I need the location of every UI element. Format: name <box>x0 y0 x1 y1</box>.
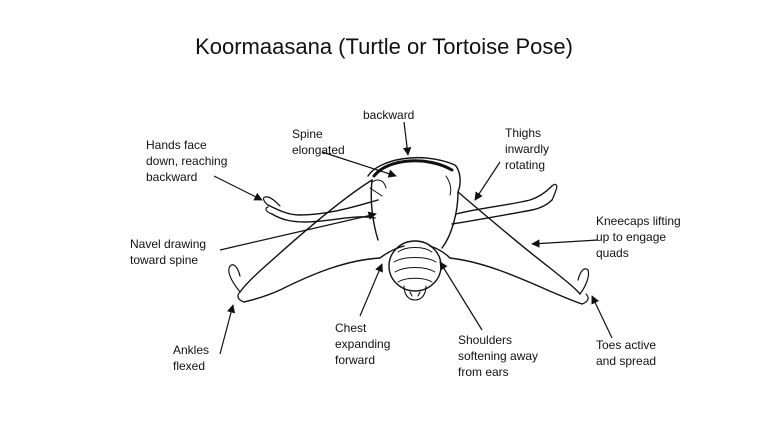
label-ankles-flexed: Ankles flexed <box>173 343 210 373</box>
left-hand <box>262 196 281 215</box>
arrow-thighs <box>474 161 501 201</box>
hips-shade-right <box>445 175 452 196</box>
left-leg-top <box>239 179 373 293</box>
right-foot <box>577 268 590 305</box>
left-arm-upper <box>267 199 379 216</box>
left-arm-lower <box>271 213 376 223</box>
slide-title: Koormaasana (Turtle or Tortoise Pose) <box>195 34 573 59</box>
right-hand <box>551 183 558 201</box>
label-shoulders-softening: Shoulders softening away from ears <box>458 333 539 379</box>
torso-left-edge <box>370 179 379 241</box>
arrow-spine <box>321 151 397 178</box>
arrow-ankles <box>219 304 236 355</box>
hips-outline <box>367 156 461 193</box>
label-backward: backward <box>363 108 415 122</box>
head <box>388 240 442 292</box>
left-leg-bottom <box>243 257 381 303</box>
arrow-kneecaps <box>531 239 599 248</box>
arrow-chest <box>359 263 383 317</box>
label-chest-expanding: Chest expanding forward <box>335 321 391 367</box>
label-hands-face-down: Hands face down, reaching backward <box>146 138 228 184</box>
label-navel-drawing: Navel drawing toward spine <box>130 237 207 267</box>
label-kneecaps-lifting: Kneecaps lifting up to engage quads <box>596 214 681 260</box>
figure-body <box>228 156 590 305</box>
arrow-toes <box>591 295 613 339</box>
arrow-hands <box>213 175 263 201</box>
arrow-backward <box>402 121 412 156</box>
right-leg-bottom <box>449 257 583 305</box>
right-arm-upper <box>455 185 553 215</box>
torso-right-edge <box>441 191 459 249</box>
right-leg-top <box>457 191 581 295</box>
label-thighs-inwardly-rotating: Thighs inwardly rotating <box>505 126 550 172</box>
label-spine-elongated: Spine elongated <box>292 127 345 157</box>
hair-lines <box>393 247 437 283</box>
arrow-shoulders <box>439 261 483 331</box>
right-arm-lower <box>451 199 553 225</box>
callout-arrows <box>213 121 613 355</box>
left-foot <box>228 264 245 303</box>
label-toes-active: Toes active and spread <box>596 338 657 368</box>
face <box>403 285 427 301</box>
arrow-navel <box>219 211 377 251</box>
